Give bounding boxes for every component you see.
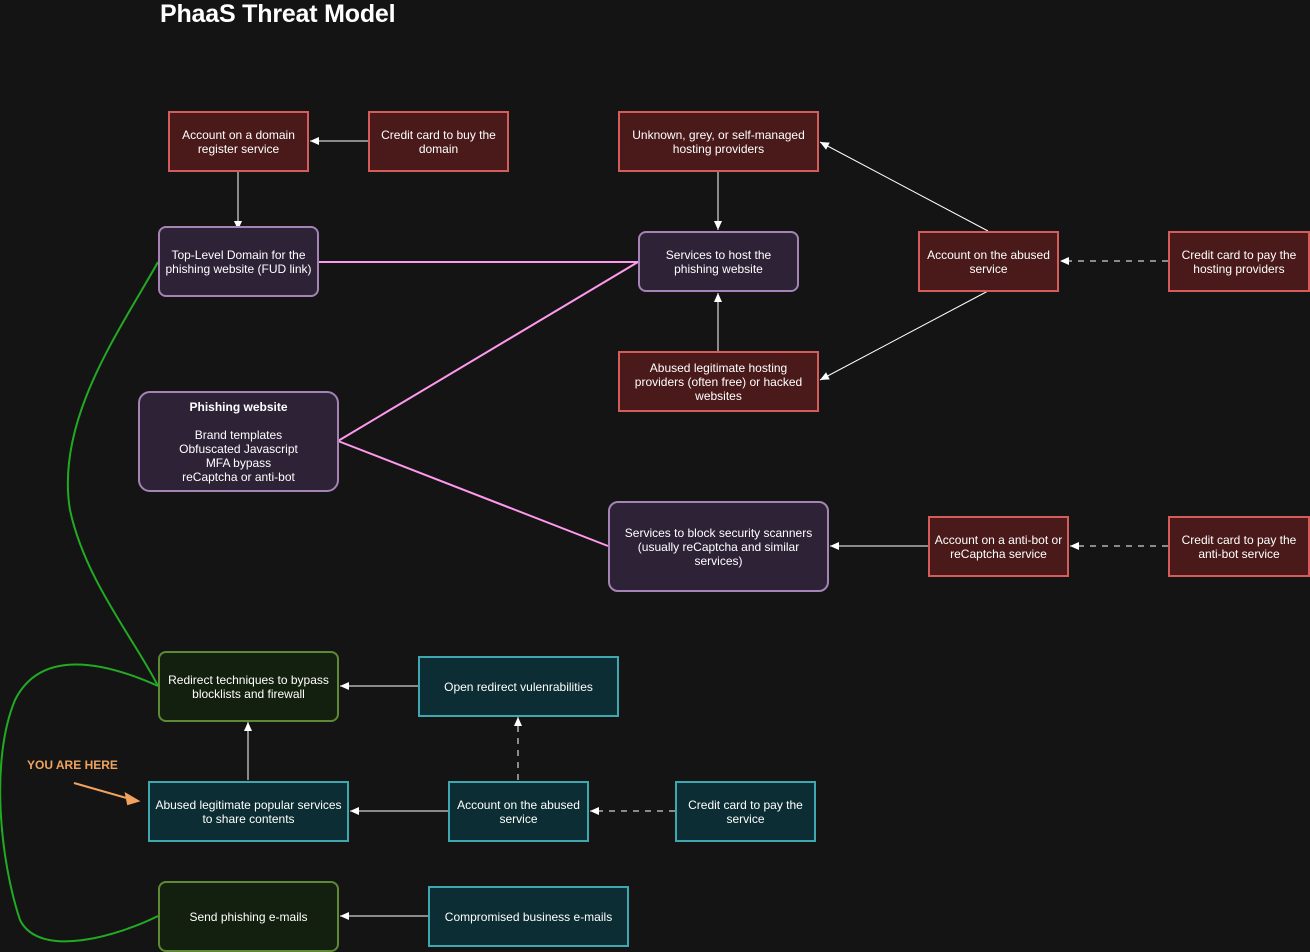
node-abused-account[interactable]: Account on the abused service	[918, 231, 1059, 292]
node-label: Compromised business e-mails	[444, 909, 613, 924]
node-label: Unknown, grey, or self-managed hosting p…	[632, 127, 805, 156]
node-open-redirect[interactable]: Open redirect vulenrabilities	[418, 656, 619, 717]
node-send-emails[interactable]: Send phishing e-mails	[158, 881, 339, 952]
node-domain-account[interactable]: Account on a domain register service	[168, 111, 309, 172]
node-label: Account on a domain register service	[182, 127, 295, 156]
node-redirect[interactable]: Redirect techniques to bypass blocklists…	[158, 651, 339, 722]
page-title: PhaaS Threat Model	[160, 0, 396, 28]
node-label: Credit card to buy the domain	[381, 127, 496, 156]
node-compromised-emails[interactable]: Compromised business e-mails	[428, 886, 629, 947]
node-account-abused-service[interactable]: Account on the abused service	[448, 781, 589, 842]
node-label: Top-Level Domain for the phishing websit…	[165, 247, 312, 276]
node-abused-hosting[interactable]: Abused legitimate hosting providers (oft…	[618, 351, 819, 412]
node-label: Open redirect vulenrabilities	[444, 679, 593, 694]
node-label: Services to host the phishing website	[665, 247, 772, 276]
node-label: Redirect techniques to bypass blocklists…	[168, 672, 329, 701]
node-unknown-hosting[interactable]: Unknown, grey, or self-managed hosting p…	[618, 111, 819, 172]
you-are-here-arrow	[73, 782, 141, 806]
node-label: Account on a anti-bot or reCaptcha servi…	[934, 532, 1063, 561]
phishing-website-item: Obfuscated Javascript	[179, 441, 298, 456]
node-label: Account on the abused service	[927, 247, 1050, 276]
node-cc-service[interactable]: Credit card to pay the service	[675, 781, 816, 842]
node-label: Credit card to pay the anti-bot service	[1181, 532, 1297, 561]
node-label: Abused legitimate popular services to sh…	[155, 797, 342, 826]
dashed-arrows	[514, 257, 1168, 815]
node-block-scanners[interactable]: Services to block security scanners (usu…	[608, 501, 829, 592]
node-phishing-website[interactable]: Phishing website Brand templates Obfusca…	[138, 391, 339, 492]
node-cc-antibot[interactable]: Credit card to pay the anti-bot service	[1168, 516, 1310, 577]
node-antibot-account[interactable]: Account on a anti-bot or reCaptcha servi…	[928, 516, 1069, 577]
node-cc-hosting[interactable]: Credit card to pay the hosting providers	[1168, 231, 1310, 292]
node-label: Services to block security scanners (usu…	[624, 525, 813, 568]
node-abused-popular[interactable]: Abused legitimate popular services to sh…	[148, 781, 349, 842]
pink-connectors	[318, 261, 639, 547]
node-tld[interactable]: Top-Level Domain for the phishing websit…	[158, 226, 319, 297]
phishing-website-item: Brand templates	[194, 427, 283, 442]
node-cc-domain[interactable]: Credit card to buy the domain	[368, 111, 509, 172]
node-label: Send phishing e-mails	[189, 909, 308, 924]
phishing-website-item: reCaptcha or anti-bot	[182, 469, 295, 484]
phishing-website-item: MFA bypass	[205, 455, 272, 470]
solid-arrows	[234, 137, 989, 920]
phishing-website-heading: Phishing website	[189, 399, 288, 414]
node-label: Account on the abused service	[457, 797, 580, 826]
green-connectors	[0, 261, 159, 943]
node-label: Abused legitimate hosting providers (oft…	[634, 360, 803, 403]
you-are-here-label: YOU ARE HERE	[27, 758, 118, 772]
node-host-services[interactable]: Services to host the phishing website	[638, 231, 799, 292]
node-label: Credit card to pay the service	[688, 797, 803, 826]
node-label: Credit card to pay the hosting providers	[1181, 247, 1297, 276]
